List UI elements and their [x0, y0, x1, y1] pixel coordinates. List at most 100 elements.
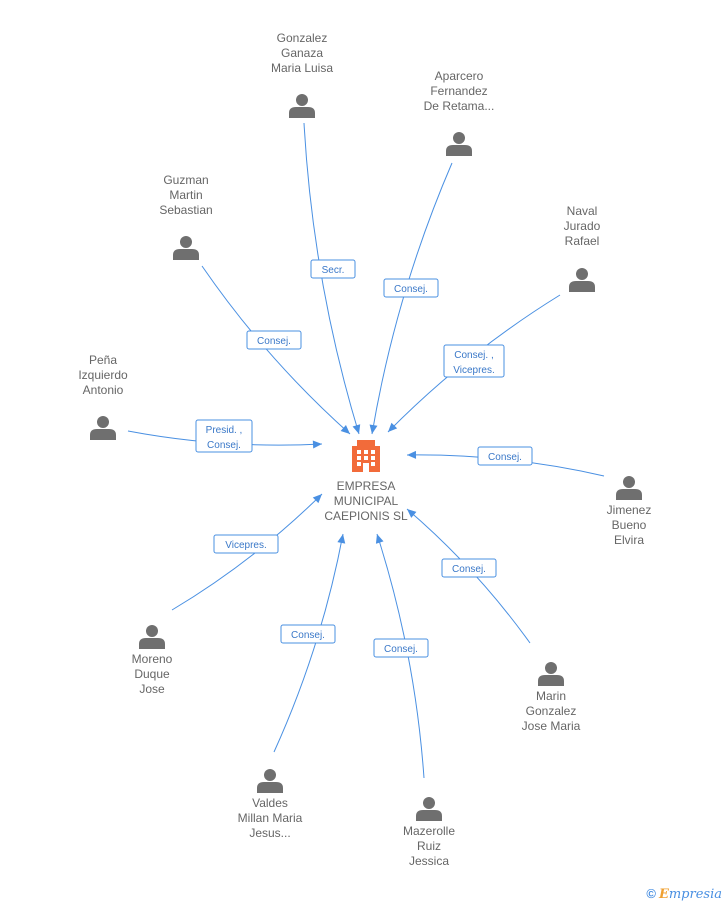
person-name-line: Jose Maria [522, 719, 581, 733]
company-name-line: EMPRESA [337, 479, 396, 493]
role-label-aparcero[interactable]: Consej. [383, 278, 439, 298]
person-name-line: Bueno [612, 518, 647, 532]
role-label-jimenez[interactable]: Consej. [477, 446, 533, 466]
person-name-line: Rafael [565, 234, 600, 248]
person-name-line: Sebastian [159, 203, 212, 217]
role-label-naval[interactable]: Consej. , Vicepres. [443, 344, 505, 378]
role-label-mazerolle[interactable]: Consej. [373, 638, 429, 658]
person-name-line: Antonio [83, 383, 124, 397]
person-name-line: Ganaza [281, 46, 323, 60]
role-labels-layer: Secr. Consej. Consej. Consej. , Vicepres. Pre… [195, 259, 533, 658]
role-text: Consej. [291, 630, 325, 641]
person-icon [616, 476, 642, 500]
person-icon [289, 94, 315, 118]
person-name-line: Jessica [409, 854, 449, 868]
person-name-line: Millan Maria [238, 811, 303, 825]
role-label-pena[interactable]: Presid. , Consej. [195, 419, 253, 453]
role-text: Consej. [257, 336, 291, 347]
edges-layer [127, 122, 605, 779]
arrowhead [312, 494, 322, 504]
role-label-guzman[interactable]: Consej. [246, 330, 302, 350]
edge-gonzalez [303, 122, 360, 435]
person-name-line: Peña [89, 353, 117, 367]
company-name-line: CAEPIONIS SL [324, 509, 408, 523]
person-name-line: Moreno [132, 652, 173, 666]
edge-valdes [273, 533, 344, 753]
role-text: Consej. [452, 564, 486, 575]
person-name-line: Jesus... [249, 826, 290, 840]
person-name-line: Maria Luisa [271, 61, 333, 75]
copyright-icon: © [646, 886, 656, 901]
arrowhead [312, 440, 322, 449]
brand-initial: E [658, 887, 669, 902]
person-icon [446, 132, 472, 156]
person-icon [139, 625, 165, 649]
person-name-line: Naval [567, 204, 598, 218]
edge-guzman [201, 265, 351, 435]
person-name-line: Marin [536, 689, 566, 703]
person-name-line: Jurado [564, 219, 601, 233]
person-icon [90, 416, 116, 440]
footer-brand: ©Empresia [646, 886, 722, 902]
arrowhead [340, 425, 350, 434]
arrowhead [369, 424, 378, 434]
person-name-line: Izquierdo [78, 368, 128, 382]
role-text: Consej. [394, 284, 428, 295]
arrowhead [352, 424, 361, 434]
person-name-line: Guzman [163, 173, 208, 187]
person-name-line: Gonzalez [526, 704, 577, 718]
edge-aparcero [371, 162, 453, 435]
role-text: Consej. [384, 644, 418, 655]
person-name-line: Elvira [614, 533, 644, 547]
person-name-line: Ruiz [417, 839, 441, 853]
person-icon [538, 662, 564, 686]
person-name-line: Jimenez [607, 503, 652, 517]
role-label-valdes[interactable]: Consej. [280, 624, 336, 644]
arrowhead [407, 450, 417, 459]
person-icon [416, 797, 442, 821]
person-name-line: Fernandez [430, 84, 487, 98]
role-text: Vicepres. [453, 365, 495, 376]
person-name-line: Duque [134, 667, 170, 681]
arrowhead [375, 534, 384, 544]
brand-name: mpresia [668, 887, 722, 902]
role-text: Consej. [488, 452, 522, 463]
person-name-line: Aparcero [435, 69, 484, 83]
role-label-gonzalez[interactable]: Secr. [310, 259, 356, 279]
role-text: Consej. , [454, 350, 493, 361]
role-text: Vicepres. [225, 540, 267, 551]
building-icon [352, 440, 380, 472]
role-label-marin[interactable]: Consej. [441, 558, 497, 578]
arrowhead [407, 509, 417, 518]
person-name-line: Martin [169, 188, 202, 202]
person-name-line: De Retama... [424, 99, 495, 113]
person-icon [257, 769, 283, 793]
edge-moreno [171, 493, 323, 611]
role-text: Consej. [207, 440, 241, 451]
role-text: Secr. [322, 265, 345, 276]
person-name-line: Valdes [252, 796, 288, 810]
arrowhead [388, 422, 398, 432]
role-label-moreno[interactable]: Vicepres. [213, 534, 279, 554]
person-icon [173, 236, 199, 260]
person-name-line: Jose [139, 682, 165, 696]
brand-logo: Empresia [659, 887, 722, 902]
arrowhead [337, 534, 346, 544]
person-name-line: Mazerolle [403, 824, 455, 838]
person-icon [569, 268, 595, 292]
company-name-line: MUNICIPAL [334, 494, 399, 508]
role-text: Presid. , [206, 425, 243, 436]
